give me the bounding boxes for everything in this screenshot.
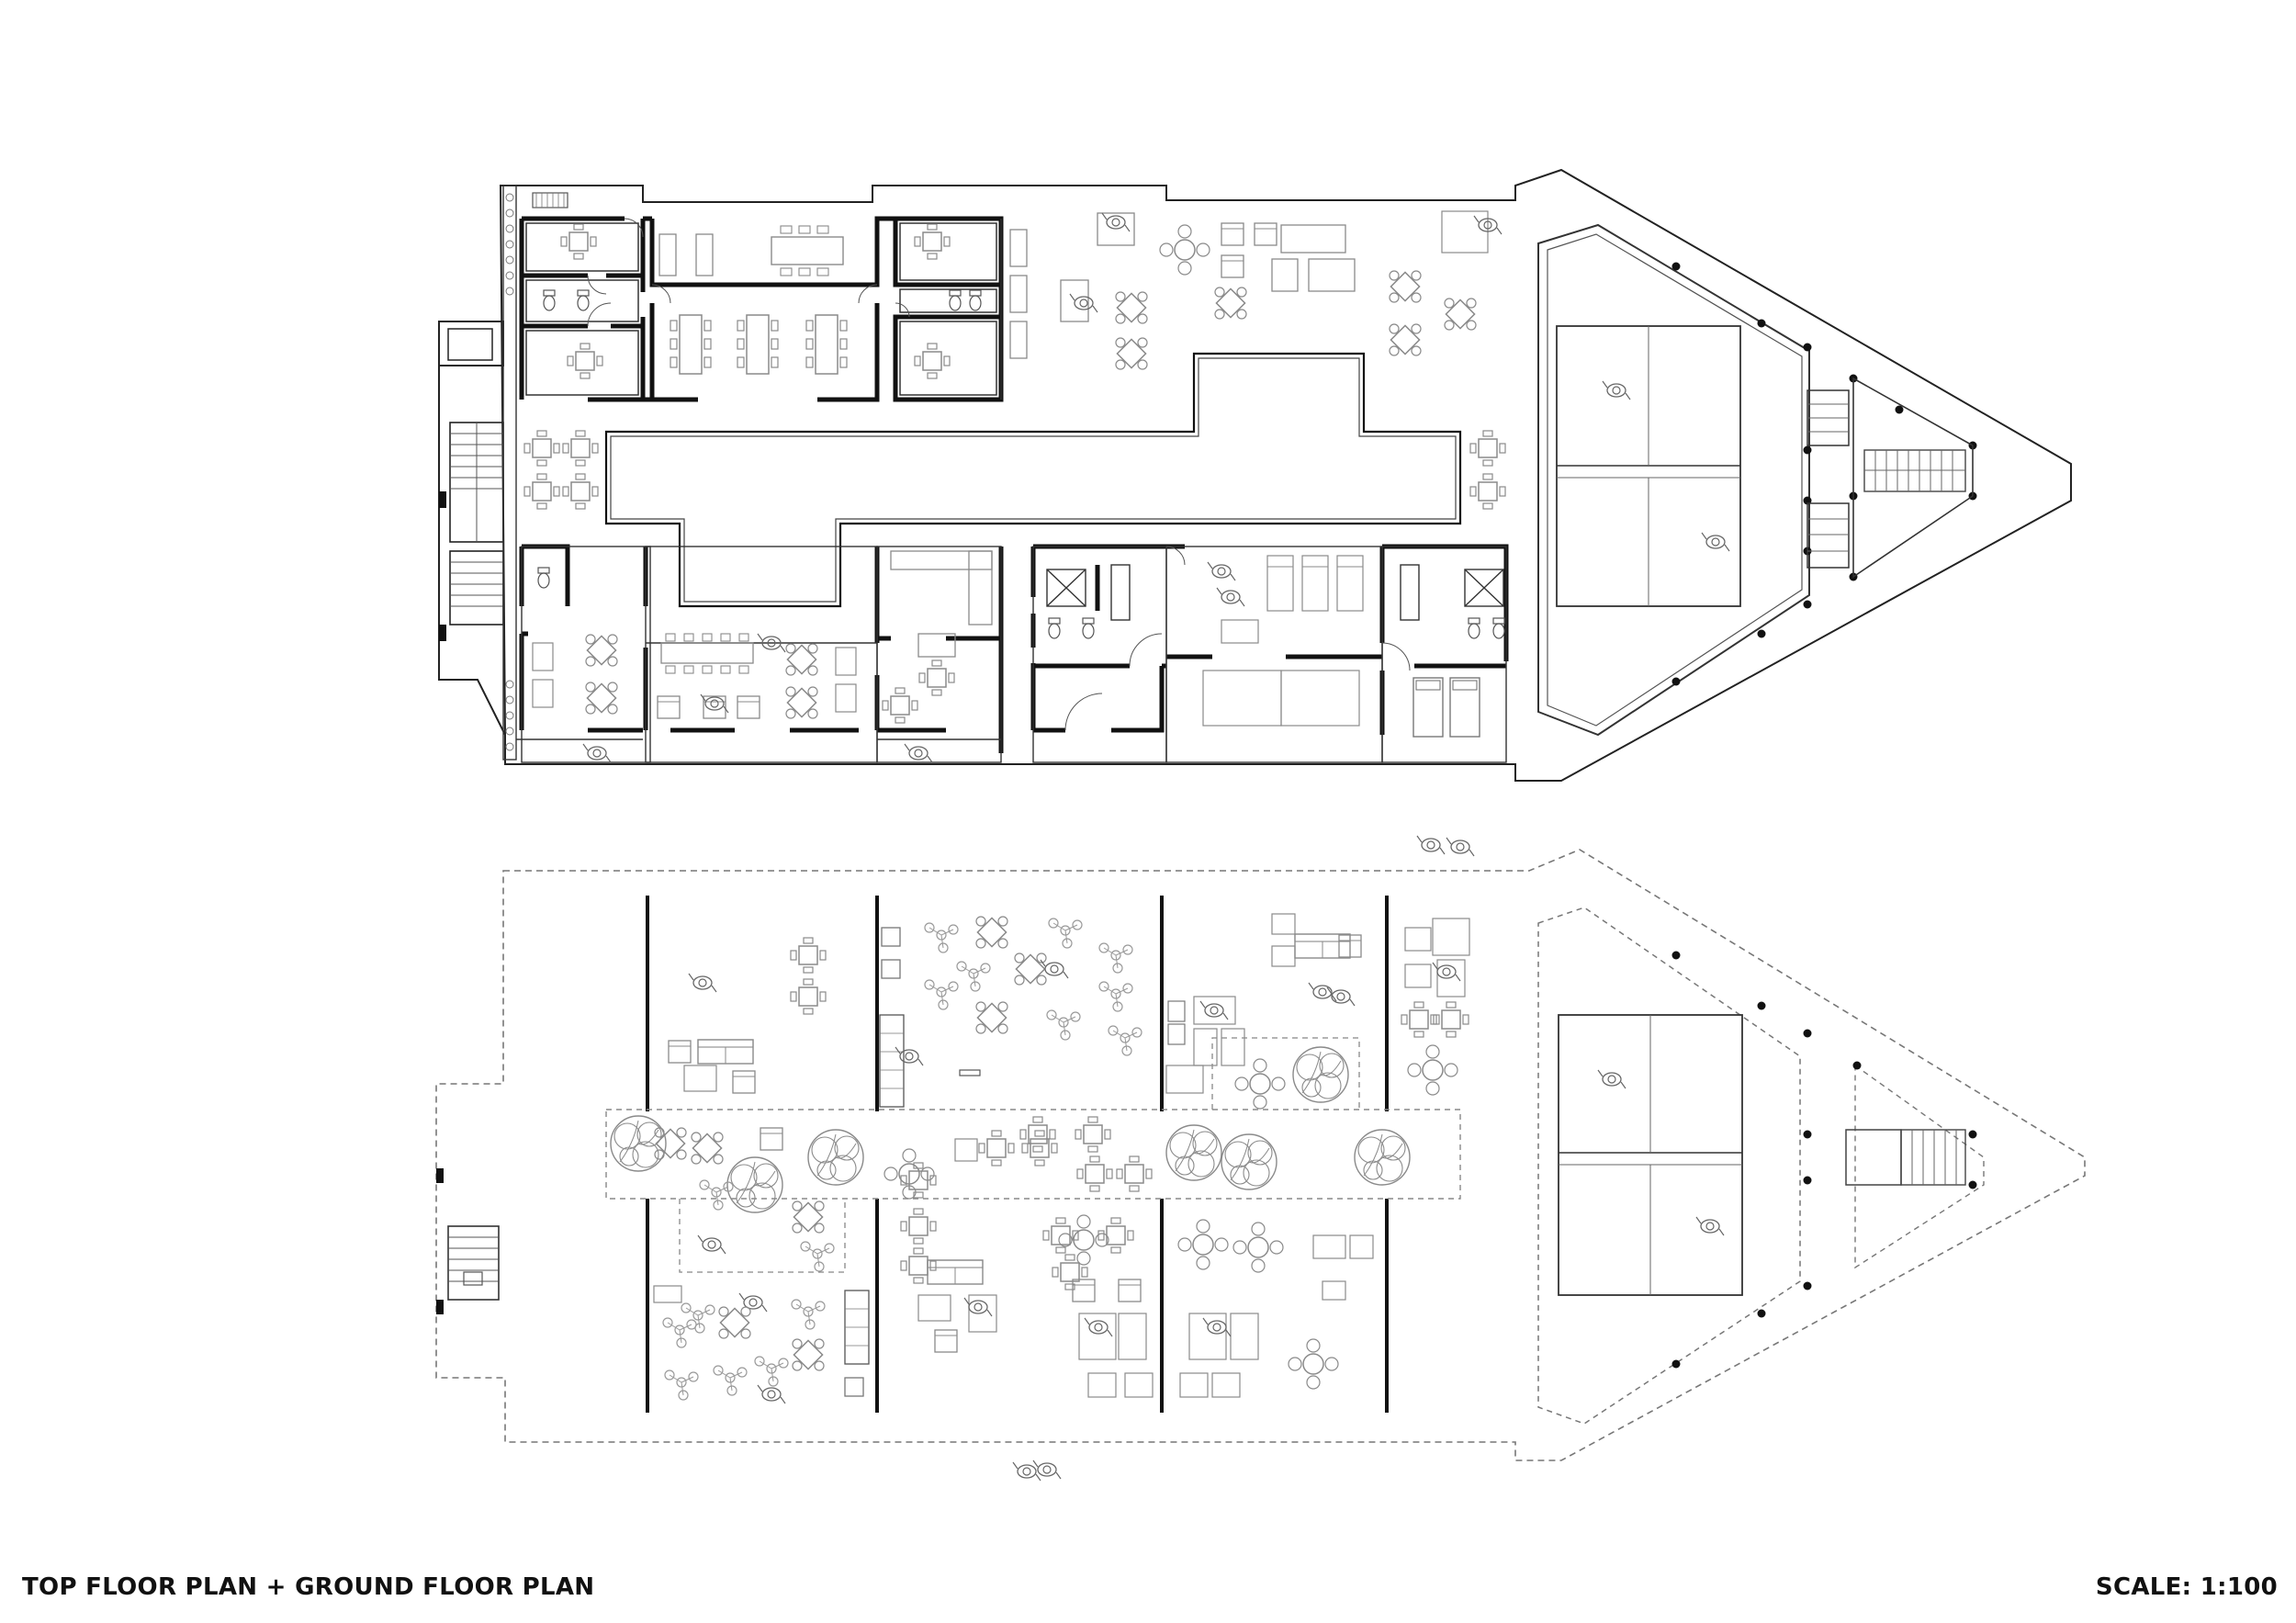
ground-unit-2-furniture <box>844 916 1153 1397</box>
ground-west-staircase <box>436 1168 500 1314</box>
north-lounge <box>1009 210 1503 370</box>
southwest-office-walls <box>519 544 1004 753</box>
ground-garden-strip <box>605 1109 1461 1200</box>
north-office-furniture <box>532 192 982 379</box>
ground-unit-dividers <box>646 896 1389 1413</box>
ground-floor-outline <box>435 849 2086 1461</box>
ground-unit-1-furniture <box>653 937 835 1404</box>
ground-floor-plan <box>435 835 2086 1482</box>
scale-label: SCALE: 1:100 <box>2095 1573 2278 1601</box>
south-restroom-walls <box>1030 544 1509 735</box>
top-floor-outline <box>499 168 2072 782</box>
ground-east-court <box>1537 907 1985 1425</box>
south-middle-furniture <box>1048 555 1505 738</box>
page-title: TOP FLOOR PLAN + GROUND FLOOR PLAN <box>22 1573 595 1601</box>
ground-unit-4-furniture <box>1401 918 1470 1096</box>
central-void <box>604 352 1462 608</box>
east-terrace <box>1537 223 1977 737</box>
southwest-furniture <box>532 550 993 763</box>
west-open-tables <box>523 430 1506 510</box>
ground-unit-3-furniture <box>1058 913 1374 1398</box>
west-stair-block <box>438 185 517 761</box>
top-floor-plan <box>438 168 2072 782</box>
ground-trees <box>610 1046 1411 1213</box>
